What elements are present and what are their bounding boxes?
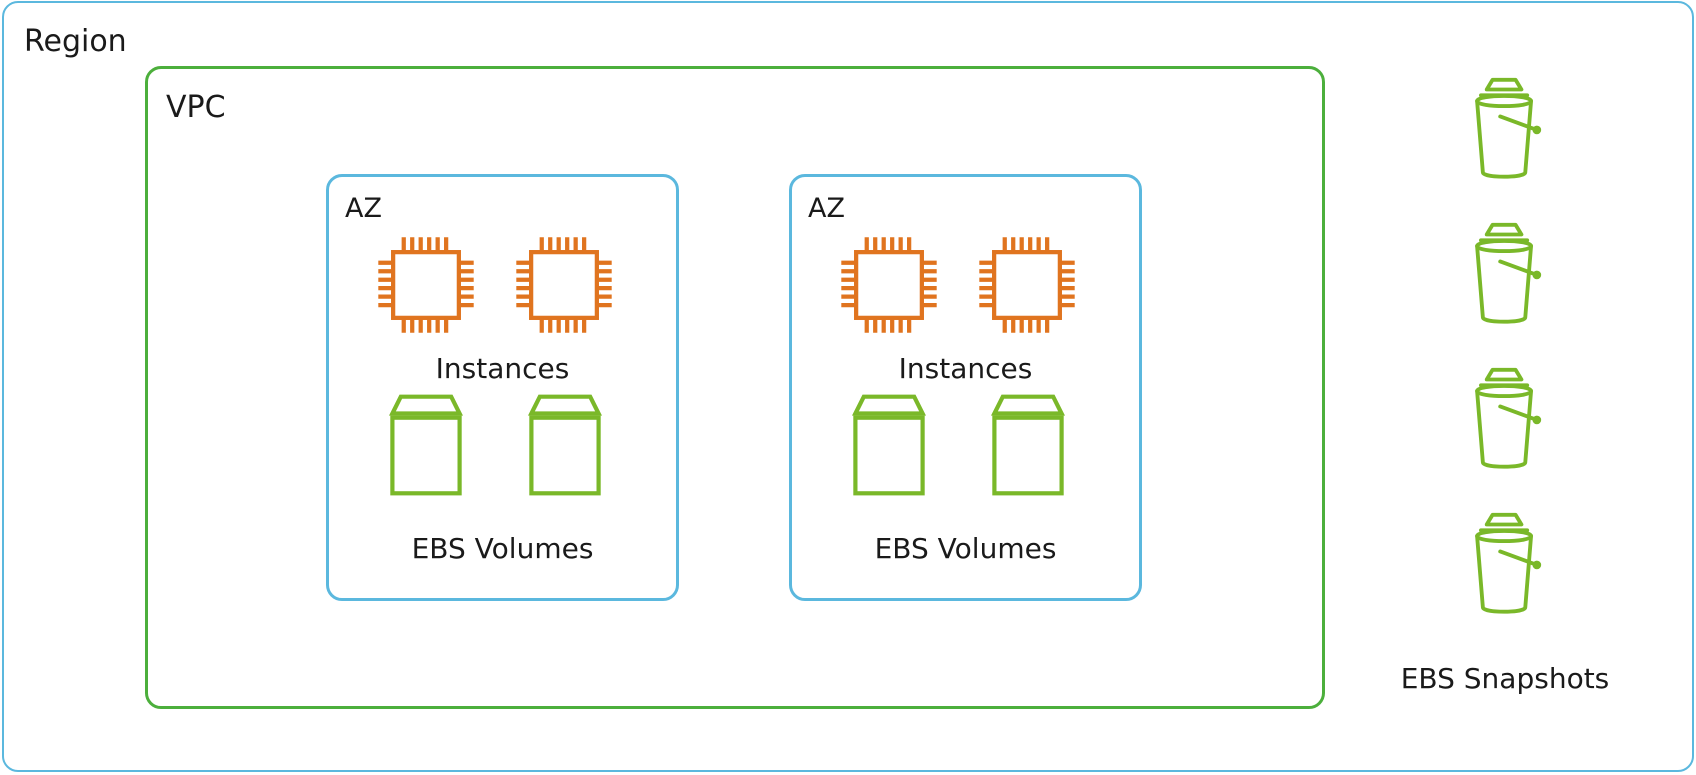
ec2-instance-chip-icon: [974, 232, 1080, 338]
ebs-volume-icon: [523, 392, 607, 498]
instances-label: Instances: [898, 352, 1033, 385]
vpc-container: VPC: [145, 66, 1325, 709]
vpc-label: VPC: [166, 90, 226, 125]
region-label: Region: [24, 24, 127, 59]
instances-label: Instances: [435, 352, 570, 385]
ebs-snapshot-bucket-icon: [1467, 76, 1545, 182]
ebs-volume-icon: [986, 392, 1070, 498]
az-label: AZ: [345, 193, 382, 224]
availability-zone-1: AZ Instances EBS Volumes: [326, 174, 679, 601]
ec2-instance-chip-icon: [373, 232, 479, 338]
ebs-volume-icon: [847, 392, 931, 498]
ec2-instance-chip-icon: [511, 232, 617, 338]
ebs-volumes-label: EBS Volumes: [874, 532, 1057, 565]
ebs-snapshot-bucket-icon: [1467, 221, 1545, 327]
availability-zone-2: AZ Instances EBS Volumes: [789, 174, 1142, 601]
ebs-snapshots-label: EBS Snapshots: [1400, 662, 1610, 695]
ebs-volume-icon: [384, 392, 468, 498]
ebs-volumes-label: EBS Volumes: [411, 532, 594, 565]
ec2-instance-chip-icon: [836, 232, 942, 338]
ebs-snapshot-bucket-icon: [1467, 511, 1545, 617]
az-label: AZ: [808, 193, 845, 224]
ebs-snapshot-bucket-icon: [1467, 366, 1545, 472]
